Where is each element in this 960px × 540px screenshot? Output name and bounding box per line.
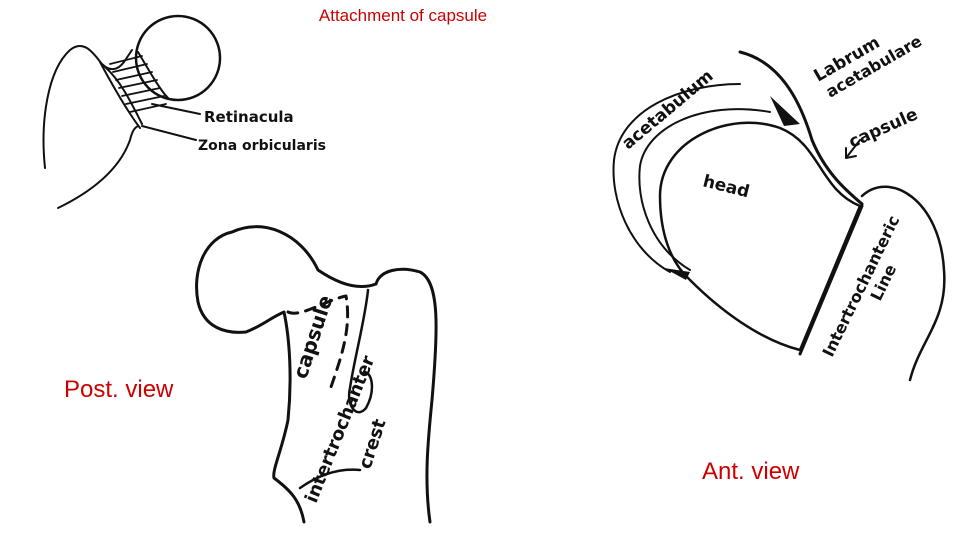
femoral-head [134, 14, 222, 102]
ant-head-label: head [701, 171, 752, 202]
zona-orbicularis-label: Zona orbicularis [198, 138, 326, 154]
zona-leader [141, 125, 197, 141]
ant-view-label: Ant. view [702, 458, 800, 485]
top-sketch: Retinacula Zona orbicularis [42, 14, 326, 209]
post-femur-outline [195, 225, 438, 524]
posterior-femur: capsule intertrochanter crest [195, 225, 438, 524]
intertrochanteric-line [798, 204, 864, 356]
pelvis-lower [57, 125, 139, 209]
acetabulum-inner [638, 108, 771, 271]
post-crest-label-2: crest [355, 416, 391, 471]
post-view-label: Post. view [64, 376, 174, 403]
capsule-arrow [845, 139, 861, 159]
acetabulum-outer [612, 83, 741, 273]
labrum-upper [770, 96, 800, 126]
post-capsule-line [286, 294, 350, 392]
labrum-lower [664, 268, 690, 280]
anterior-hip: acetabulum Labrum acetabulare capsule he… [612, 31, 946, 382]
retinacula-lines [109, 55, 167, 113]
crest-lower-line [298, 468, 362, 490]
ant-acetabulum-label: acetabulum [618, 66, 717, 154]
greater-trochanter [860, 185, 946, 382]
diagram-title: Attachment of capsule [318, 6, 488, 25]
post-capsule-label: capsule [288, 292, 337, 381]
ant-femoral-head [658, 121, 862, 352]
retinacula-leader [151, 103, 201, 115]
pelvis-outline [42, 45, 133, 169]
ant-capsule-label: capsule [846, 104, 921, 152]
ant-capsule-outline [738, 50, 864, 206]
intertrochanteric-crest [347, 288, 374, 414]
zona-orbicularis-band [99, 61, 141, 129]
retinacula-label: Retinacula [204, 108, 294, 126]
